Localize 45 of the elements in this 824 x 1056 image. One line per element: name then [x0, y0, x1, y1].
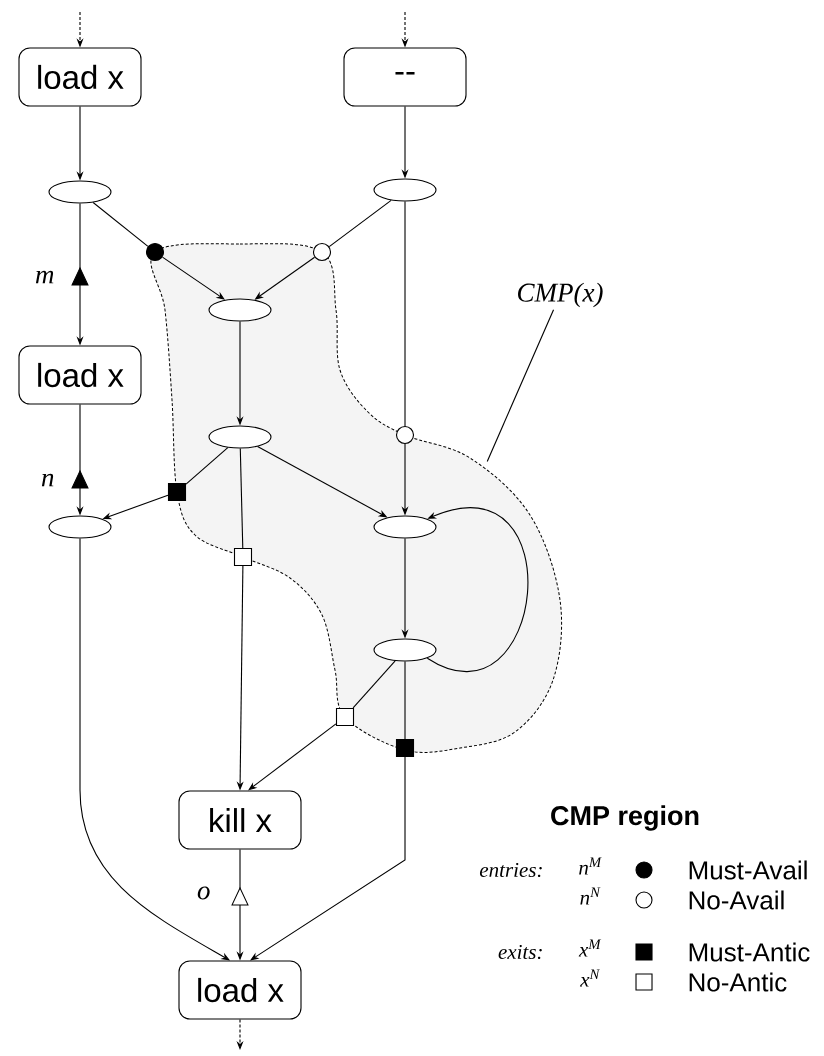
junction-ellipse — [373, 178, 437, 202]
entry-marker — [145, 242, 165, 262]
instruction-box: load x — [178, 960, 302, 1020]
instruction-box: -- — [343, 47, 467, 107]
legend-text: Must-Antic — [689, 942, 810, 962]
connector-line — [239, 448, 244, 549]
junction-ellipse — [208, 298, 272, 322]
connector-line — [92, 201, 149, 247]
legend-text: No-Avail — [689, 890, 784, 910]
arrow — [248, 723, 337, 791]
edge-label: n — [39, 472, 56, 488]
exit-marker — [167, 482, 187, 502]
junction-ellipse — [208, 425, 272, 449]
notation-label: x$^{M}$ — [578, 939, 602, 957]
connector-line — [404, 661, 406, 740]
arrow — [426, 507, 529, 671]
legend-text: No-Antic — [689, 972, 787, 992]
junction-ellipse — [373, 638, 437, 662]
category-label: entries: — [479, 862, 542, 878]
leader-line — [486, 309, 555, 462]
exit-marker — [395, 738, 415, 758]
connector-line — [352, 660, 396, 709]
arrow — [250, 756, 406, 961]
region-label: CMP(x) — [518, 282, 603, 308]
notation-label: x$^{N}$ — [579, 969, 600, 987]
connector-line — [185, 447, 229, 485]
notation-label: n$^{N}$ — [580, 887, 601, 905]
junction-ellipse — [48, 180, 112, 204]
category-label: exits: — [498, 944, 542, 960]
exit-marker — [335, 707, 355, 727]
instruction-box: kill x — [178, 790, 302, 850]
edge-label: o — [195, 885, 212, 901]
entry-marker — [312, 242, 332, 262]
junction-ellipse — [373, 515, 437, 539]
exit-marker — [233, 547, 253, 567]
edge-label: m — [33, 269, 56, 285]
instruction-box: load x — [18, 47, 142, 107]
notation-label: n$^{M}$ — [579, 857, 602, 875]
legend-text: Must-Avail — [689, 860, 807, 880]
junction-ellipse — [48, 515, 112, 539]
arrow — [79, 538, 230, 961]
instruction-box: load x — [18, 345, 142, 405]
connector-line — [328, 199, 392, 248]
connector-line — [404, 201, 406, 427]
legend-title: CMP region — [551, 805, 699, 831]
